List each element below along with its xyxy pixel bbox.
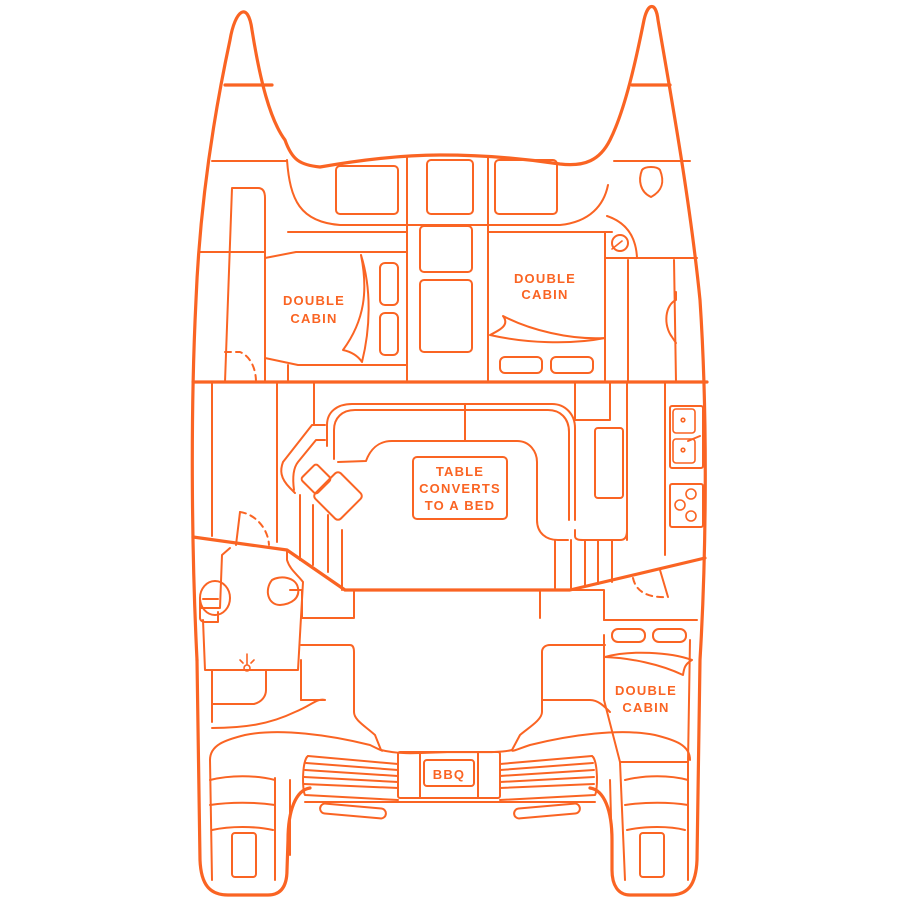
port-forward-berth — [199, 187, 266, 383]
bbq-label: BBQ — [433, 767, 466, 782]
shower-icon — [199, 580, 231, 616]
starboard-double-cabin: DOUBLE CABIN — [487, 231, 606, 381]
bulkhead-aft — [191, 535, 707, 592]
sink-drain-icon — [239, 653, 255, 672]
cabin-label-port-fwd-line1: DOUBLE — [283, 293, 345, 308]
table-label-line2: CONVERTS — [419, 481, 501, 496]
hull-outline — [190, 4, 707, 897]
cabin-label-stbd-aft-line2: CABIN — [622, 700, 669, 715]
port-double-cabin: DOUBLE CABIN — [264, 251, 408, 383]
cockpit — [209, 589, 691, 761]
sink-icon — [669, 405, 704, 469]
cabin-label-stbd-aft-line1: DOUBLE — [615, 683, 677, 698]
stove-burner-icon — [669, 483, 704, 528]
bbq-transom: BBQ — [302, 751, 598, 820]
cabin-label-stbd-fwd-line2: CABIN — [521, 287, 568, 302]
bbq-label-box — [423, 759, 475, 787]
starboard-stern — [609, 761, 689, 881]
toilet-icon — [639, 166, 664, 198]
cabin-label-stbd-fwd-line1: DOUBLE — [514, 271, 576, 286]
table-label-line1: TABLE — [436, 464, 484, 479]
port-stern — [209, 759, 291, 881]
toilet-icon — [266, 576, 300, 606]
forward-lockers — [211, 157, 691, 381]
saloon: TABLE CONVERTS TO A BED — [211, 381, 613, 591]
table-label-line3: TO A BED — [425, 498, 496, 513]
starboard-aft-double-cabin: DOUBLE CABIN — [603, 569, 698, 763]
galley — [574, 381, 704, 556]
shower-icon — [611, 234, 629, 252]
table-converts-label-box — [412, 456, 508, 520]
starboard-forward-head — [604, 166, 698, 383]
port-aft-head — [199, 511, 355, 705]
cabin-label-port-fwd-line2: CABIN — [290, 311, 337, 326]
